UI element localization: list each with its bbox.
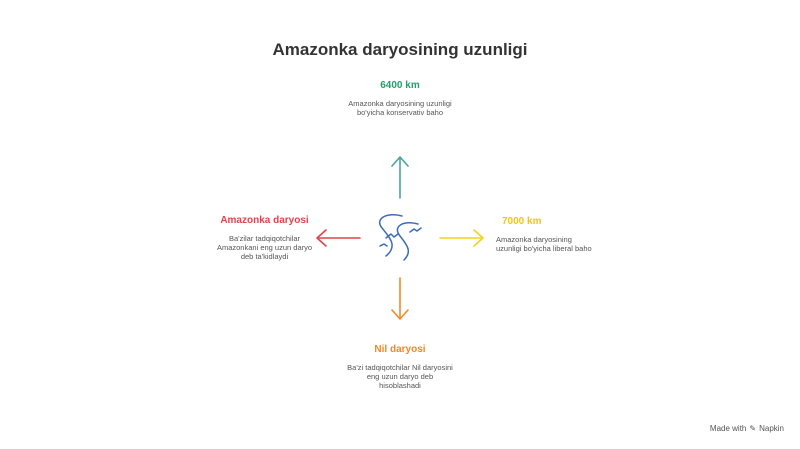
node-top-label: 6400 km <box>380 80 420 91</box>
footer-text: Made with <box>709 424 747 433</box>
node-bottom-label: Nil daryosi <box>374 344 426 355</box>
napkin-logo-icon: ✎ <box>749 424 757 433</box>
footer-brand: Napkin <box>759 424 784 433</box>
node-left-description: Ba'zilar tadqiqotchilar Amazonkani eng u… <box>216 234 313 261</box>
footer-attribution[interactable]: Made with ✎ Napkin <box>710 424 784 433</box>
node-right-label: 7000 km <box>502 216 542 227</box>
arrow-down <box>391 277 409 320</box>
node-bottom-description: Ba'zi tadqiqotchilar Nil daryosini eng u… <box>347 363 453 390</box>
arrow-up <box>391 156 409 199</box>
node-top-description: Amazonka daryosining uzunligi bo'yicha k… <box>348 99 452 117</box>
node-right-description: Amazonka daryosining uzunligi bo'yicha l… <box>496 235 592 253</box>
node-left-amazon: Amazonka daryosi Ba'zilar tadqiqotchilar… <box>212 215 317 261</box>
node-top-estimate: 6400 km Amazonka daryosining uzunligi bo… <box>340 80 460 117</box>
arrow-right <box>439 229 484 247</box>
node-right-estimate: 7000 km Amazonka daryosining uzunligi bo… <box>496 216 596 253</box>
diagram-title: Amazonka daryosining uzunligi <box>272 40 528 59</box>
node-left-label: Amazonka daryosi <box>220 215 309 226</box>
node-bottom-nile: Nil daryosi Ba'zi tadqiqotchilar Nil dar… <box>345 344 455 390</box>
arrow-left <box>316 229 361 247</box>
river-icon <box>379 214 422 261</box>
